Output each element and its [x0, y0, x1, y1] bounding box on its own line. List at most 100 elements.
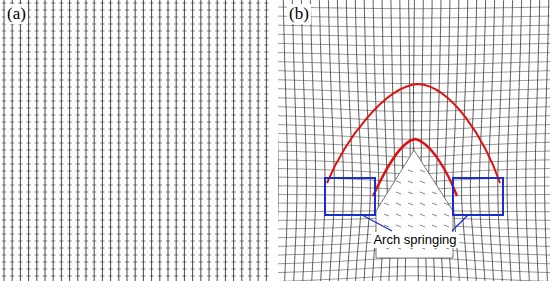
grid-line [174, 87, 178, 88]
grid-line [100, 80, 104, 81]
grid-line [240, 185, 244, 186]
grid-line [100, 178, 104, 179]
grid-line [76, 115, 80, 116]
grid-line [51, 52, 55, 53]
grid-line [215, 31, 219, 32]
grid-line [444, 225, 449, 227]
grid-line [248, 45, 252, 46]
grid-line [264, 3, 268, 4]
grid-line [133, 178, 137, 179]
grid-line [166, 150, 170, 151]
grid-line [174, 213, 178, 214]
grid-line [199, 269, 203, 270]
grid-line [2, 38, 6, 39]
grid-line [256, 241, 260, 242]
grid-line [240, 94, 244, 95]
grid-line [35, 255, 39, 256]
grid-line [278, 98, 550, 103]
grid-line [182, 38, 186, 39]
grid-line [231, 248, 235, 249]
grid-line [199, 143, 203, 144]
grid-line [2, 241, 6, 242]
grid-line [35, 31, 39, 32]
grid-line [182, 115, 186, 116]
grid-line [231, 66, 235, 67]
grid-line [18, 234, 22, 235]
grid-line [10, 80, 14, 81]
grid-line [158, 248, 162, 249]
grid-line [43, 24, 47, 25]
grid-line [18, 80, 22, 81]
grid-line [67, 269, 71, 270]
grid-line [223, 3, 227, 4]
grid-line [248, 17, 252, 18]
grid-line [231, 38, 235, 39]
grid-line [166, 220, 170, 221]
grid-line [278, 43, 550, 46]
grid-line [125, 94, 129, 95]
grid-line [108, 59, 112, 60]
grid-line [199, 87, 203, 88]
grid-line [18, 262, 22, 263]
grid-line [174, 171, 178, 172]
grid-line [231, 122, 235, 123]
grid-line [207, 241, 211, 242]
grid-line [264, 129, 268, 130]
grid-line [240, 199, 244, 200]
grid-line [158, 38, 162, 39]
grid-line [92, 115, 96, 116]
grid-line [141, 178, 145, 179]
grid-line [35, 171, 39, 172]
grid-line [223, 262, 227, 263]
grid-line [182, 157, 186, 158]
grid-line [207, 269, 211, 270]
grid-line [264, 59, 268, 60]
grid-line [248, 150, 252, 151]
grid-line [444, 203, 449, 205]
grid-line [125, 3, 129, 4]
grid-line [190, 52, 194, 53]
grid-line [264, 192, 268, 193]
grid-line [215, 150, 219, 151]
grid-line [133, 73, 137, 74]
grid-line [199, 31, 203, 32]
grid-line [149, 227, 153, 228]
grid-line [125, 150, 129, 151]
grid-line [35, 115, 39, 116]
grid-line [264, 241, 268, 242]
grid-line [231, 101, 235, 102]
grid-line [166, 80, 170, 81]
grid-line [231, 220, 235, 221]
grid-line [18, 269, 22, 270]
grid-line [43, 192, 47, 193]
grid-line [18, 192, 22, 193]
grid-line [26, 213, 30, 214]
grid-line [190, 164, 194, 165]
grid-line [231, 255, 235, 256]
grid-line [174, 122, 178, 123]
grid-line [207, 10, 211, 11]
grid-line [84, 59, 88, 60]
grid-line [125, 52, 129, 53]
grid-line [59, 87, 63, 88]
grid-line [190, 178, 194, 179]
grid-line [264, 52, 268, 53]
grid-line [67, 45, 71, 46]
undeformed-grid [2, 0, 269, 281]
grid-line [35, 227, 39, 228]
grid-line [149, 206, 153, 207]
grid-line [248, 122, 252, 123]
grid-line [158, 227, 162, 228]
grid-line [84, 94, 88, 95]
grid-line [76, 87, 80, 88]
grid-line [141, 94, 145, 95]
grid-line [117, 3, 121, 4]
grid-line [117, 255, 121, 256]
grid-line [92, 171, 96, 172]
grid-line [215, 17, 219, 18]
grid-line [158, 150, 162, 151]
grid-line [223, 38, 227, 39]
grid-line [199, 10, 203, 11]
grid-line [125, 129, 129, 130]
grid-line [84, 185, 88, 186]
